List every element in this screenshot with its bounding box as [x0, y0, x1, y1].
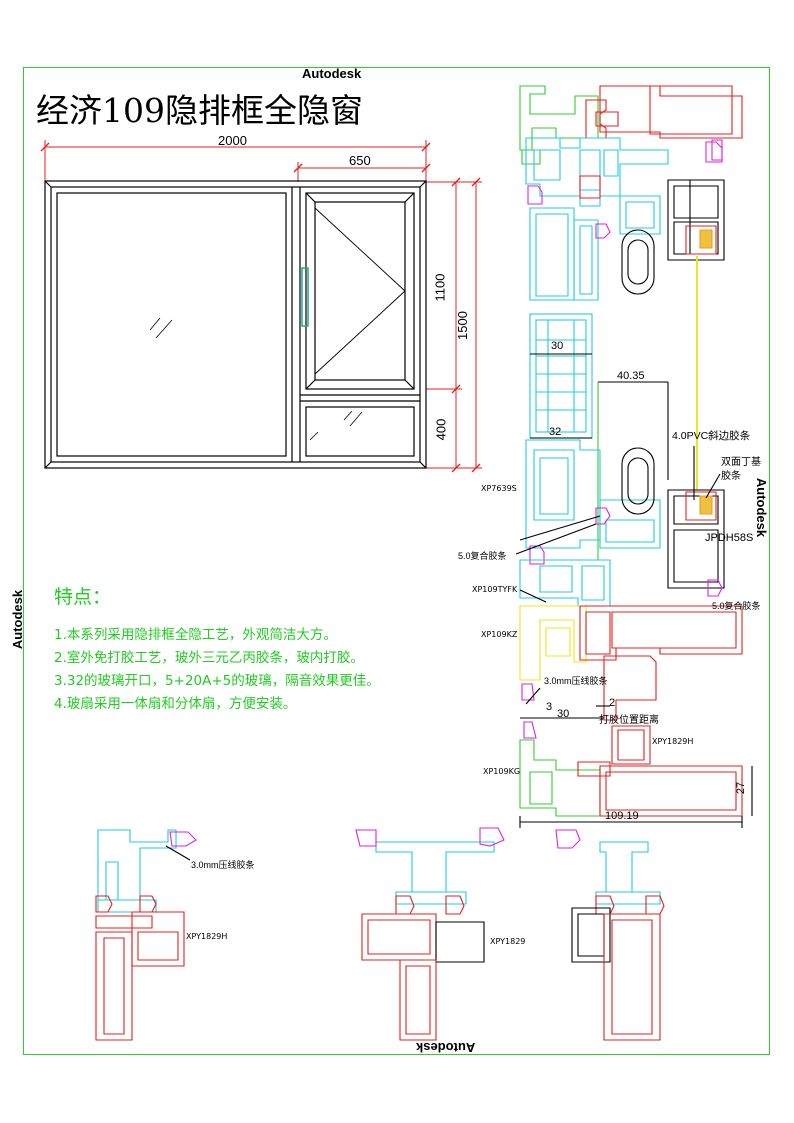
dim-height-upper: 1100 — [432, 273, 448, 302]
dim-overall-width: 2000 — [218, 133, 247, 148]
label-double-tape-2: 胶条 — [721, 471, 741, 482]
label-bottom-xpy1829: XPY1829 — [490, 937, 526, 946]
label-xp109kg: XP109KG — [483, 767, 521, 776]
dimension-ticks — [40, 142, 481, 473]
watermark-bottom: Autodesk — [416, 1040, 476, 1055]
label-bottom-press-strip: 3.0mm压线胶条 — [191, 860, 255, 870]
elevation-dimensions — [44, 140, 482, 469]
window-elevation — [44, 180, 427, 469]
label-xp109tyfk: XP109TYFK — [472, 585, 518, 594]
dim-2: 2 — [609, 697, 616, 709]
watermark-right: Autodesk — [754, 477, 770, 538]
handle — [301, 267, 309, 327]
dim-40-35: 40.35 — [617, 370, 645, 382]
label-xp109kz: XP109KZ — [481, 630, 518, 639]
dim-sash-width: 650 — [349, 153, 371, 168]
dim-109-19: 109.19 — [605, 810, 639, 822]
label-xpy1829h: XPY1829H — [652, 737, 694, 746]
label-composite-strip-left: 5.0复合胶条 — [458, 551, 507, 561]
dim-27: 27 — [735, 781, 748, 795]
label-press-strip: 3.0mm压线胶条 — [544, 676, 608, 686]
feature-item-4: 4.玻扇采用一体扇和分体扇，方便安装。 — [54, 696, 297, 712]
dim-3: 3 — [546, 701, 553, 713]
drawing-border — [23, 67, 770, 1055]
feature-item-1: 1.本系列采用隐排框全隐工艺，外观简洁大方。 — [54, 627, 337, 643]
dim-30-bottom: 30 — [557, 708, 570, 720]
watermark-top: Autodesk — [302, 66, 362, 81]
dim-32: 32 — [549, 426, 562, 438]
feature-item-3: 3.32的玻璃开口，5+20A+5的玻璃，隔音效果更佳。 — [54, 673, 380, 689]
dim-height-lower: 400 — [433, 418, 449, 441]
features-heading: 特点： — [54, 586, 112, 608]
label-jpdh58s: JPDH58S — [705, 532, 754, 544]
vertical-section — [515, 85, 753, 828]
label-double-tape-1: 双面丁基 — [721, 457, 761, 468]
feature-item-2: 2.室外免打胶工艺，玻外三元乙丙胶条，玻内打胶。 — [54, 650, 364, 666]
dim-30-top: 30 — [551, 340, 564, 352]
page-title: 经济109隐排框全隐窗 — [36, 91, 363, 130]
label-glue-distance: 打胶位置距离 — [599, 715, 659, 726]
label-bottom-xpy1829h: XPY1829H — [186, 932, 228, 941]
watermark-left: Autodesk — [10, 589, 26, 650]
dim-height-total: 1500 — [454, 311, 470, 340]
label-pvc-strip: 4.0PVC斜边胶条 — [672, 430, 751, 442]
label-composite-strip-right: 5.0复合胶条 — [712, 601, 761, 611]
bottom-details — [95, 827, 665, 1041]
label-xp7639s: XP7639S — [481, 484, 517, 493]
